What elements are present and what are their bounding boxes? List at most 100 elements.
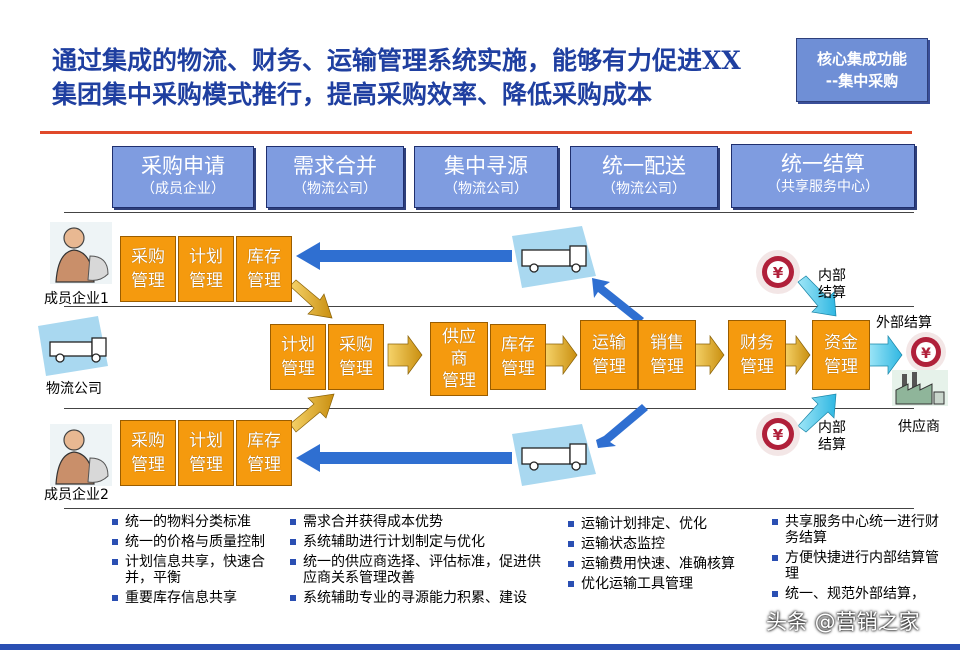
arrow-chevron — [693, 334, 725, 376]
phase-central-sourcing: 集中寻源 （物流公司） — [414, 146, 558, 208]
box-line: 管理 — [131, 455, 165, 475]
page-title: 通过集成的物流、财务、运输管理系统实施，能够有力促进XX 集团集中采购模式推行，… — [52, 44, 792, 112]
core-function-badge: 核心集成功能 --集中采购 — [796, 38, 928, 102]
box-line: 销售 — [650, 333, 684, 353]
arrow-internal-settlement-bottom — [797, 393, 837, 433]
phase-sub: （共享服务中心） — [767, 179, 879, 195]
member2-purchase-mgmt: 采购 管理 — [120, 420, 176, 486]
list-item: 运输计划排定、优化 — [568, 516, 758, 532]
list-item: 需求合并获得成本优势 — [290, 514, 552, 530]
badge-line-2: --集中采购 — [825, 72, 899, 90]
logistics-sales-mgmt: 销售 管理 — [638, 320, 696, 390]
lane-divider-mid2 — [64, 408, 914, 409]
logistics-purchase-mgmt: 采购 管理 — [328, 324, 384, 390]
settlement-line: 内部 — [818, 420, 846, 436]
svg-text:¥: ¥ — [773, 426, 784, 444]
box-line: 管理 — [592, 357, 626, 377]
phase-title: 集中寻源 — [444, 154, 528, 178]
arrow-chevron — [783, 334, 811, 376]
logistics-supplier-mgmt: 供应 商 管理 — [430, 322, 488, 396]
box-line: 采购 — [339, 335, 373, 355]
title-line-1: 通过集成的物流、财务、运输管理系统实施，能够有力促进XX — [52, 46, 741, 75]
box-line: 财务 — [740, 333, 774, 353]
businessman-icon — [50, 222, 112, 284]
phase-title: 需求合并 — [293, 154, 377, 178]
box-line: 计划 — [281, 335, 315, 355]
truck-icon — [512, 226, 596, 288]
bullet-list-settlement: 共享服务中心统一进行财务结算 方便快捷进行内部结算管理 统一、规范外部结算， — [772, 514, 952, 606]
phase-title: 统一配送 — [602, 154, 686, 178]
badge-line-1: 核心集成功能 — [816, 50, 907, 68]
list-item: 计划信息共享，快速合并，平衡 — [112, 554, 280, 586]
supplier-label: 供应商 — [898, 419, 940, 435]
member1-purchase-mgmt: 采购 管理 — [120, 236, 176, 302]
list-item: 运输状态监控 — [568, 536, 758, 552]
box-line: 计划 — [189, 247, 223, 267]
arrow-to-member1 — [296, 242, 512, 270]
arrow-chevron — [544, 334, 578, 376]
yuan-coin-icon: ¥ — [756, 412, 800, 456]
arrow-chevron — [387, 334, 423, 376]
box-line: 库存 — [247, 247, 281, 267]
bullet-list-delivery: 运输计划排定、优化 运输状态监控 运输费用快速、准确核算 优化运输工具管理 — [568, 516, 758, 596]
box-line: 管理 — [247, 271, 281, 291]
box-line: 采购 — [131, 431, 165, 451]
box-line: 库存 — [501, 335, 535, 355]
box-line: 管理 — [131, 271, 165, 291]
lane-divider-bottom — [64, 508, 914, 509]
list-item: 优化运输工具管理 — [568, 576, 758, 592]
box-line: 采购 — [131, 247, 165, 267]
box-line: 库存 — [247, 431, 281, 451]
bottom-bar — [0, 644, 960, 650]
arrow-transport-down — [596, 404, 648, 448]
list-item: 共享服务中心统一进行财务结算 — [772, 514, 952, 546]
box-line: 商 — [450, 349, 468, 369]
list-item: 统一的供应商选择、评估标准，促进供应商关系管理改善 — [290, 554, 552, 586]
phase-sub: （物流公司） — [602, 181, 686, 197]
arrow-to-member2 — [296, 444, 512, 472]
box-line: 管理 — [247, 455, 281, 475]
box-line: 管理 — [650, 357, 684, 377]
box-line: 运输 — [592, 333, 626, 353]
member2-label: 成员企业2 — [44, 487, 109, 503]
member1-plan-mgmt: 计划 管理 — [178, 236, 234, 302]
list-item: 统一、规范外部结算， — [772, 586, 952, 602]
phase-sub: （物流公司） — [293, 181, 377, 197]
truck-icon — [512, 424, 596, 486]
member1-inventory-mgmt: 库存 管理 — [236, 236, 292, 302]
box-line: 管理 — [189, 455, 223, 475]
phase-unified-settlement: 统一结算 （共享服务中心） — [731, 144, 915, 208]
logistics-transport-mgmt: 运输 管理 — [580, 320, 638, 390]
list-item: 统一的价格与质量控制 — [112, 534, 280, 550]
logistics-fund-mgmt: 资金 管理 — [812, 320, 870, 390]
list-item: 运输费用快速、准确核算 — [568, 556, 758, 572]
internal-settlement-label-top: 内部 结算 — [818, 268, 846, 302]
title-line-2: 集团集中采购模式推行，提高采购效率、降低采购成本 — [52, 80, 653, 109]
list-item: 系统辅助专业的寻源能力积累、建设 — [290, 590, 552, 606]
arrow-transport-up — [592, 278, 644, 324]
box-line: 管理 — [501, 359, 535, 379]
lane-divider-mid1 — [64, 306, 914, 307]
title-divider — [40, 131, 912, 134]
bullet-list-purchase: 统一的物料分类标准 统一的价格与质量控制 计划信息共享，快速合并，平衡 重要库存… — [112, 514, 280, 610]
internal-settlement-label-bottom: 内部 结算 — [818, 420, 846, 454]
list-item: 统一的物料分类标准 — [112, 514, 280, 530]
logistics-plan-mgmt: 计划 管理 — [270, 324, 326, 390]
logistics-label: 物流公司 — [46, 381, 102, 397]
box-line: 管理 — [339, 359, 373, 379]
svg-text:¥: ¥ — [773, 264, 784, 282]
arrow-external-settlement — [867, 334, 903, 376]
box-line: 管理 — [824, 357, 858, 377]
logistics-finance-mgmt: 财务 管理 — [728, 320, 786, 390]
truck-icon — [38, 316, 108, 376]
box-line: 管理 — [281, 359, 315, 379]
phase-sub: （物流公司） — [444, 181, 528, 197]
external-settlement-label: 外部结算 — [876, 315, 932, 331]
settlement-line: 结算 — [818, 437, 846, 453]
settlement-line: 内部 — [818, 268, 846, 284]
yuan-coin-icon: ¥ — [906, 332, 946, 372]
factory-icon — [892, 370, 948, 406]
lane-divider-top — [64, 212, 914, 213]
businessman-icon — [50, 424, 112, 486]
